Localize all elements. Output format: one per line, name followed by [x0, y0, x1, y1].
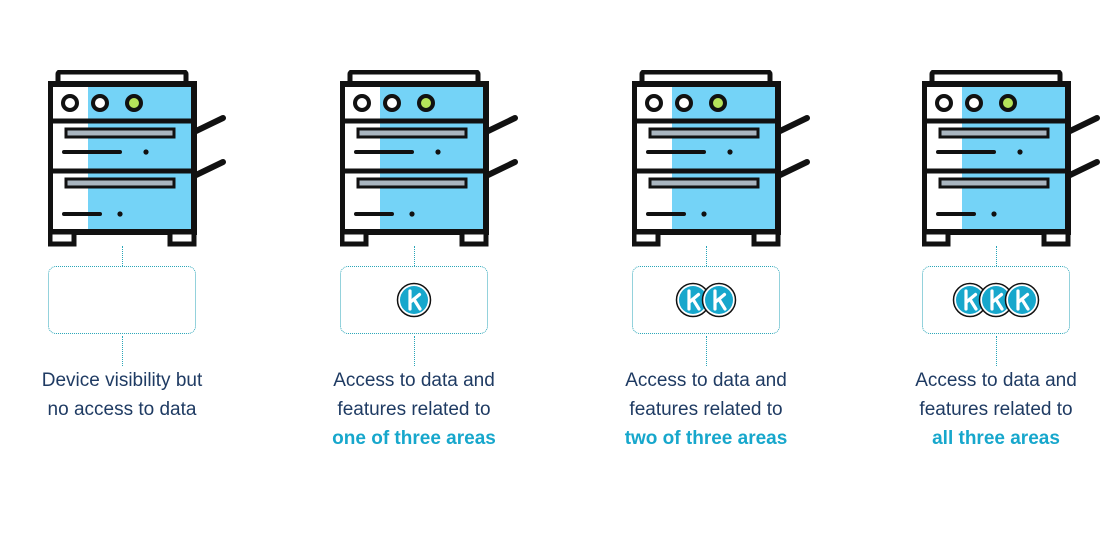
connector-line — [706, 246, 707, 266]
caption-highlight: one of three areas — [332, 428, 496, 449]
k-icon-group — [952, 282, 1040, 318]
caption-line-1: Access to data and — [915, 370, 1077, 391]
k-icon-group — [396, 282, 432, 318]
connector-line — [122, 336, 123, 366]
caption-line-1: Device visibility but — [41, 370, 203, 391]
connector-line — [414, 246, 415, 266]
badge-box — [340, 266, 488, 334]
connector-line — [414, 336, 415, 366]
connector-line — [122, 246, 123, 266]
kofax-k-icon — [701, 282, 737, 318]
k-icon-group — [675, 282, 737, 318]
caption-line-1: Access to data and — [625, 370, 787, 391]
caption-highlight: two of three areas — [624, 428, 788, 449]
kofax-k-icon — [952, 282, 988, 318]
printer-icon — [340, 70, 518, 247]
device-column-4: Access to data and features related to a… — [915, 70, 1120, 530]
kofax-k-icon — [396, 282, 432, 318]
caption-highlight: all three areas — [932, 428, 1060, 449]
caption: Device visibility but no access to data — [0, 366, 247, 424]
caption: Access to data and features related to o… — [289, 366, 539, 453]
badge-box — [922, 266, 1070, 334]
printer-icon — [48, 70, 226, 247]
kofax-k-icon — [1004, 282, 1040, 318]
connector-line — [996, 246, 997, 266]
badge-box — [632, 266, 780, 334]
caption-line-1: Access to data and — [333, 370, 495, 391]
caption-line-2: features related to — [629, 399, 783, 420]
caption-line-2: features related to — [919, 399, 1073, 420]
device-column-1: Device visibility but no access to data — [42, 70, 258, 530]
caption-line-2: no access to data — [47, 399, 197, 420]
caption: Access to data and features related to a… — [871, 366, 1120, 453]
connector-line — [706, 336, 707, 366]
printer-icon — [922, 70, 1100, 247]
connector-line — [996, 336, 997, 366]
caption: Access to data and features related to t… — [581, 366, 831, 453]
printer-icon — [632, 70, 810, 247]
caption-line-2: features related to — [337, 399, 491, 420]
device-column-3: Access to data and features related to t… — [625, 70, 842, 530]
device-column-2: Access to data and features related to o… — [332, 70, 550, 530]
badge-box — [48, 266, 196, 334]
kofax-k-icon — [675, 282, 711, 318]
